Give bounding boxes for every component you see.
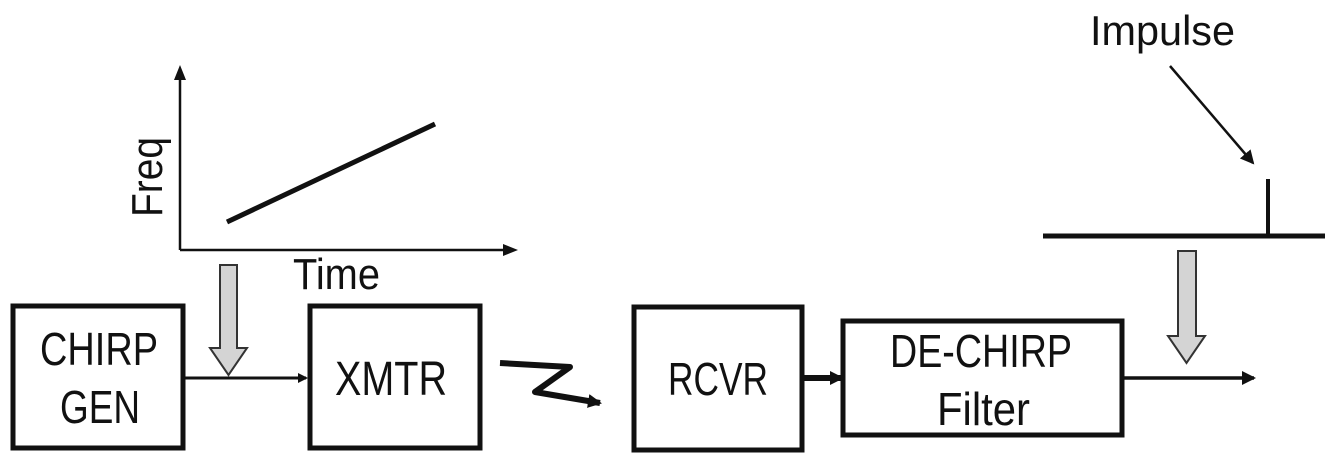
- impulse-label: Impulse: [1090, 7, 1235, 54]
- chirp-gen-block: CHIRP GEN: [10, 303, 186, 451]
- x-axis-arrow-icon: [503, 244, 518, 256]
- gray-down-arrow-icon: [208, 264, 249, 377]
- x-axis-label: Time: [293, 250, 380, 299]
- chirp-line: [225, 121, 437, 225]
- rcvr-label: RCVR: [668, 353, 768, 405]
- rcvr-block: RCVR: [631, 304, 805, 453]
- chirp-gen-label-line2: GEN: [60, 381, 140, 433]
- dechirp-filter-block: DE-CHIRP Filter: [840, 318, 1125, 438]
- freq-time-graph: Freq Time: [123, 65, 518, 299]
- gray-down-arrow-icon: [1166, 250, 1207, 365]
- y-axis-label: Freq: [123, 137, 172, 217]
- xmtr-label: XMTR: [335, 353, 447, 406]
- dechirp-label-line1: DE-CHIRP: [890, 325, 1072, 377]
- impulse-pointer-arrow-icon: [1169, 65, 1255, 165]
- impulse-plot: Impulse: [1043, 7, 1325, 239]
- y-axis-arrow-icon: [174, 65, 186, 80]
- xmtr-block: XMTR: [307, 303, 483, 451]
- wireless-transmission-arrow-icon: [499, 360, 602, 408]
- dechirp-label-line2: Filter: [937, 383, 1030, 435]
- chirp-gen-label-line1: CHIRP: [40, 323, 158, 375]
